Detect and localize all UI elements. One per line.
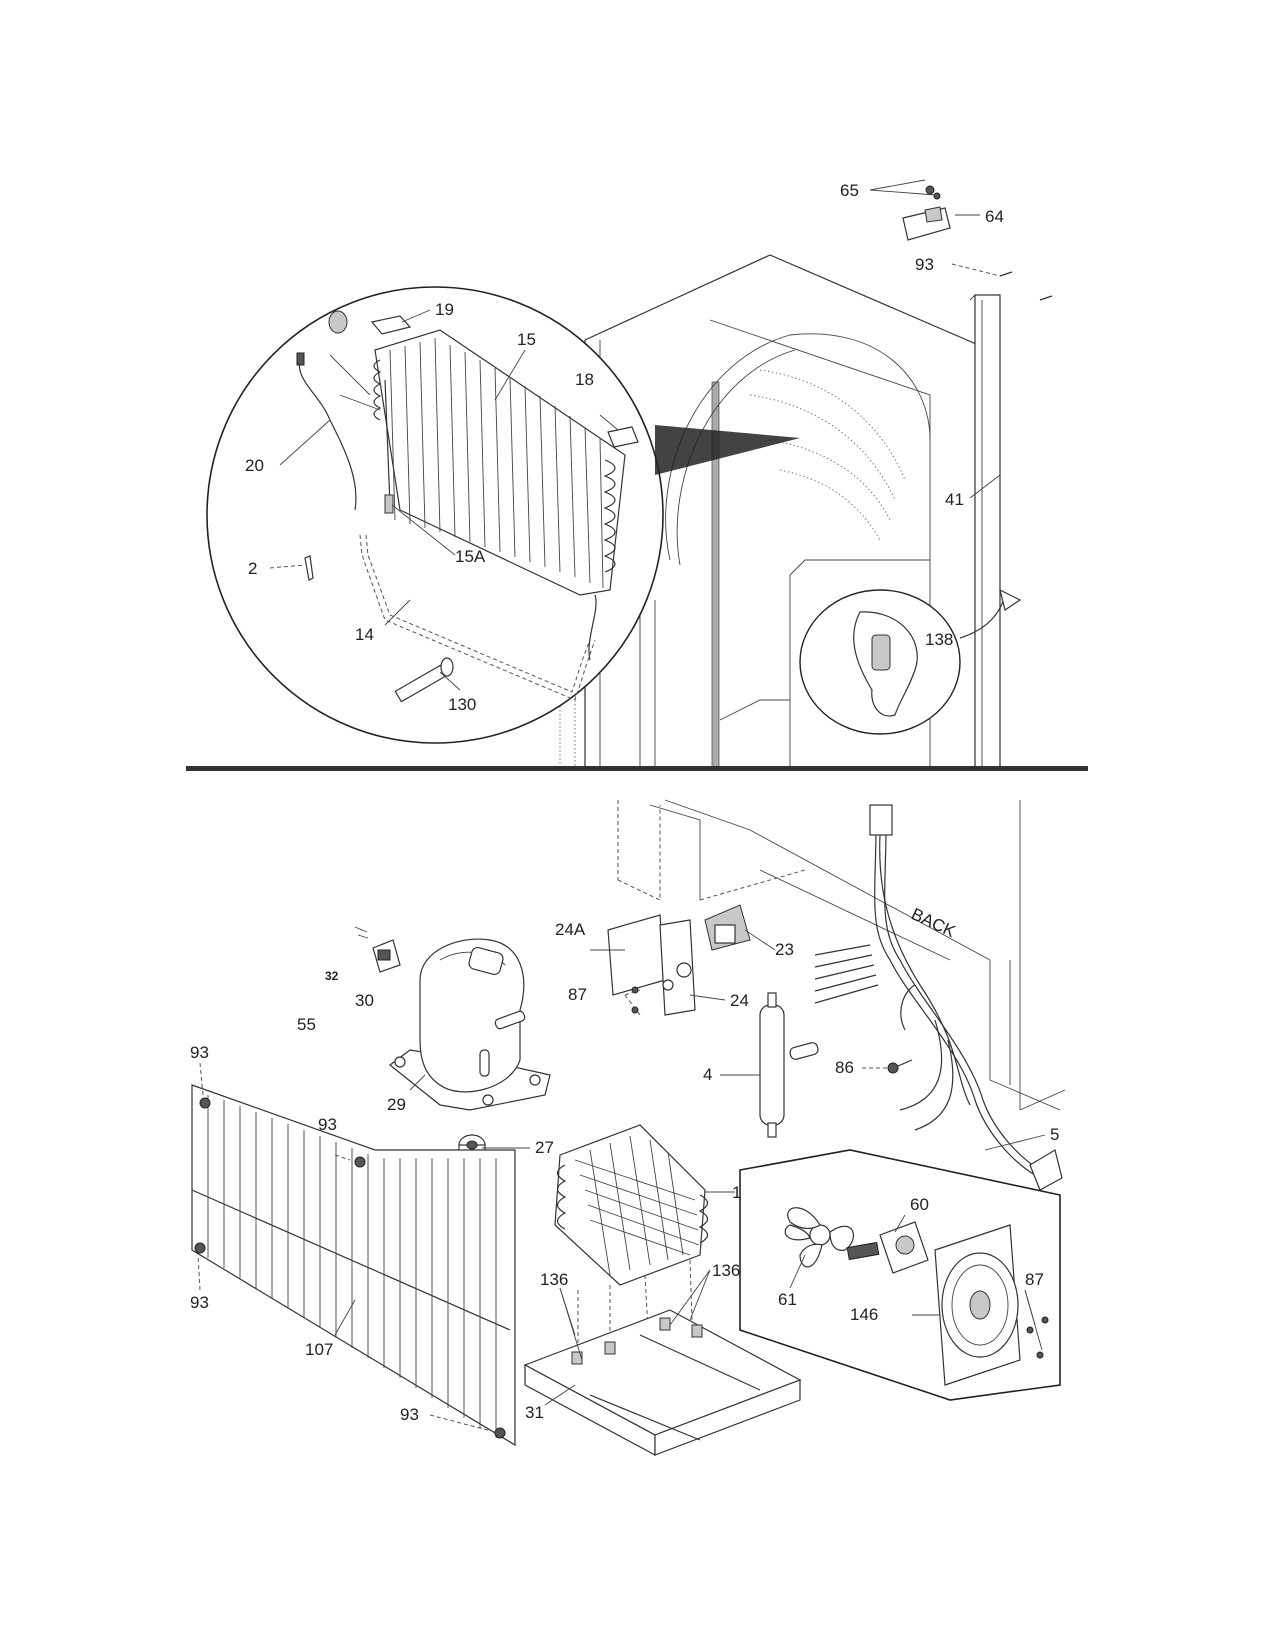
callout-93: 93	[915, 255, 934, 274]
section-divider	[186, 766, 1088, 771]
callout-87-top: 87	[568, 985, 587, 1004]
callout-27: 27	[535, 1138, 554, 1157]
part-60-motor	[846, 1221, 929, 1274]
callout-32: 32	[325, 969, 339, 983]
callout-29: 29	[387, 1095, 406, 1114]
fan-inset	[739, 1149, 1061, 1401]
callout-65: 65	[840, 181, 859, 200]
callout-146: 146	[850, 1305, 878, 1324]
callout-18: 18	[575, 370, 594, 389]
callout-107: 107	[305, 1340, 333, 1359]
part-86-screw	[887, 1059, 913, 1074]
condenser-coil	[554, 1124, 709, 1345]
callout-24a: 24A	[555, 920, 586, 939]
callout-19: 19	[435, 300, 454, 319]
callout-14: 14	[355, 625, 374, 644]
callout-138: 138	[925, 630, 953, 649]
callout-93-left-bottom: 93	[190, 1293, 209, 1312]
callout-24: 24	[730, 991, 749, 1010]
part-30-overload	[354, 926, 401, 973]
callout-61: 61	[778, 1290, 797, 1309]
callout-64: 64	[985, 207, 1004, 226]
bottom-callouts: BACK 24A 23 32 30 87 24 55 4 86 93 29 27…	[190, 904, 1059, 1424]
part-138-detail	[799, 588, 1022, 735]
callout-31: 31	[525, 1403, 544, 1422]
callout-136-right: 136	[712, 1261, 740, 1280]
callout-30: 30	[355, 991, 374, 1010]
callout-23: 23	[775, 940, 794, 959]
relay-assembly	[607, 904, 751, 1016]
callout-93-mid: 93	[318, 1115, 337, 1134]
top-callouts: 65 64 93 19 15 18 20 15A 2 14 130 41 138	[245, 181, 1004, 714]
callout-1: 1	[732, 1183, 741, 1202]
part-64-bracket	[902, 185, 951, 241]
callout-87-fan: 87	[1025, 1270, 1044, 1289]
part-61-fan-blade	[784, 1207, 854, 1268]
callout-15a: 15A	[455, 547, 486, 566]
part-107-grille	[191, 1084, 516, 1447]
callout-55: 55	[297, 1015, 316, 1034]
callout-60: 60	[910, 1195, 929, 1214]
callout-2: 2	[248, 559, 257, 578]
callout-93-left-top: 93	[190, 1043, 209, 1062]
cabinet-bottom-outline	[617, 799, 1066, 1111]
callout-93-bottom: 93	[400, 1405, 419, 1424]
callout-4: 4	[703, 1065, 712, 1084]
callout-136-left: 136	[540, 1270, 568, 1289]
evaporator-fins	[373, 329, 626, 596]
compressor	[389, 938, 551, 1111]
callout-5: 5	[1050, 1125, 1059, 1144]
callout-41: 41	[945, 490, 964, 509]
back-label: BACK	[908, 904, 959, 941]
part-130	[394, 657, 454, 703]
part-146-shroud	[934, 1224, 1021, 1386]
part-4-drier	[759, 992, 819, 1138]
callout-20: 20	[245, 456, 264, 475]
part-31-base-tray	[523, 1309, 802, 1457]
leader-lines	[197, 179, 1046, 1433]
callout-130: 130	[448, 695, 476, 714]
power-cord	[814, 804, 1063, 1191]
evaporator-detail-circle	[206, 286, 800, 744]
callout-86: 86	[835, 1058, 854, 1077]
callout-15: 15	[517, 330, 536, 349]
bottom-section	[191, 799, 1066, 1457]
